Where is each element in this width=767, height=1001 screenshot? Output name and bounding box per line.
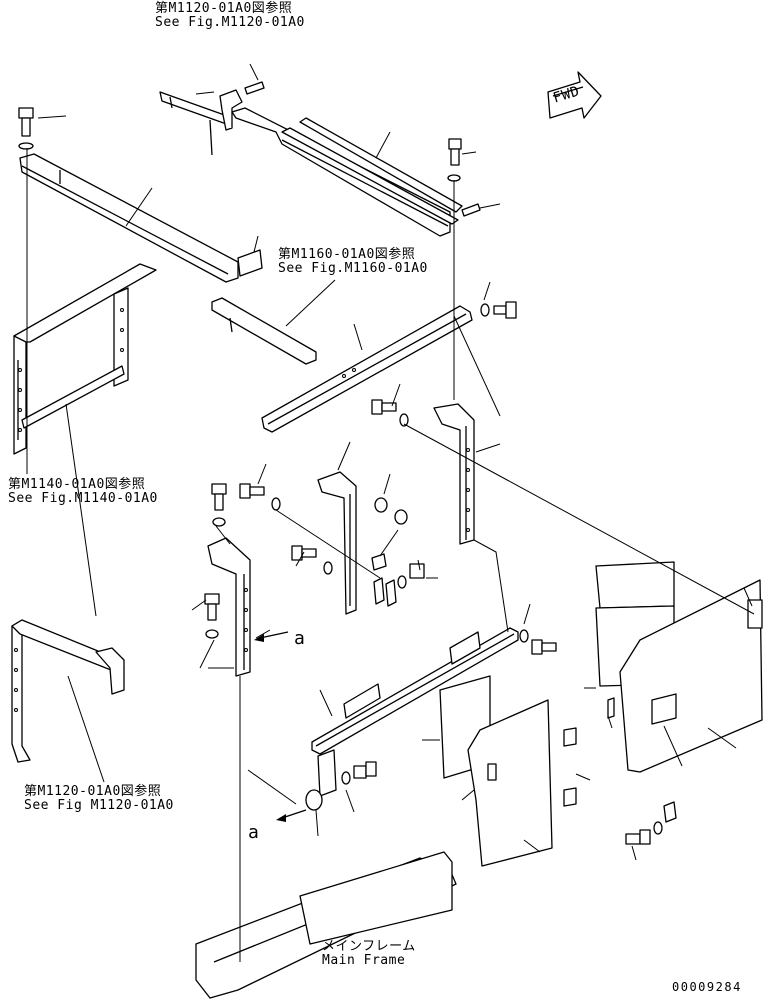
left-lower-post (207, 537, 251, 677)
lower-hardware (305, 749, 677, 845)
marker-a-lower: a (248, 822, 260, 843)
main-frame-en: Main Frame (322, 953, 406, 968)
ref-left-jp: 第M1140-01A0図参照 (8, 477, 146, 492)
left-upper-frame (13, 263, 157, 455)
bolt-set-center (239, 483, 408, 575)
drawing-number: 00009284 (672, 980, 742, 994)
bolt-middle (371, 399, 409, 427)
main-frame-jp: メインフレーム (322, 939, 416, 954)
marker-a-upper: a (294, 628, 306, 649)
ref-bottom-jp: 第M1120-01A0図参照 (24, 784, 162, 799)
ref-middle-en: See Fig.M1160-01A0 (278, 261, 428, 276)
spacer-plate (244, 81, 265, 95)
rubber-block (237, 249, 263, 277)
angled-brace (261, 305, 473, 433)
right-post (433, 403, 475, 545)
door-panels (439, 561, 763, 867)
upper-cross-member (19, 153, 239, 283)
spacer-plate-right (461, 203, 481, 217)
ref-left-en: See Fig.M1140-01A0 (8, 491, 158, 506)
ref-top-en: See Fig.M1120-01A0 (155, 15, 305, 30)
ref-middle-label: 第M1160-01A0図参照 See Fig.M1160-01A0 (278, 248, 428, 276)
leader-lines (26, 63, 755, 962)
ref-top-jp: 第M1120-01A0図参照 (155, 1, 293, 16)
bolt-set-left (204, 483, 227, 639)
main-frame (195, 851, 457, 999)
ref-bottom-en: See Fig M1120-01A0 (24, 798, 174, 813)
ref-middle-jp: 第M1160-01A0図参照 (278, 247, 416, 262)
bolt-right-lower (519, 629, 557, 655)
lower-rail (311, 627, 519, 755)
view-arrows (254, 631, 307, 822)
fwd-arrow (547, 71, 602, 119)
top-clip (219, 89, 243, 131)
middle-bracket (211, 297, 317, 365)
left-lower-frame (11, 619, 125, 763)
bolt-right-upper (480, 301, 517, 319)
upper-rails (231, 107, 463, 237)
ref-top-label: 第M1120-01A0図参照 See Fig.M1120-01A0 (155, 2, 305, 30)
ref-left-label: 第M1140-01A0図参照 See Fig.M1140-01A0 (8, 478, 158, 506)
ref-bottom-label: 第M1120-01A0図参照 See Fig M1120-01A0 (24, 785, 174, 813)
bolt-top-right (447, 138, 462, 182)
center-post (317, 471, 357, 615)
latch-parts (371, 553, 425, 607)
main-frame-label: メインフレーム Main Frame (322, 940, 416, 968)
bolt-top-left (18, 107, 34, 150)
